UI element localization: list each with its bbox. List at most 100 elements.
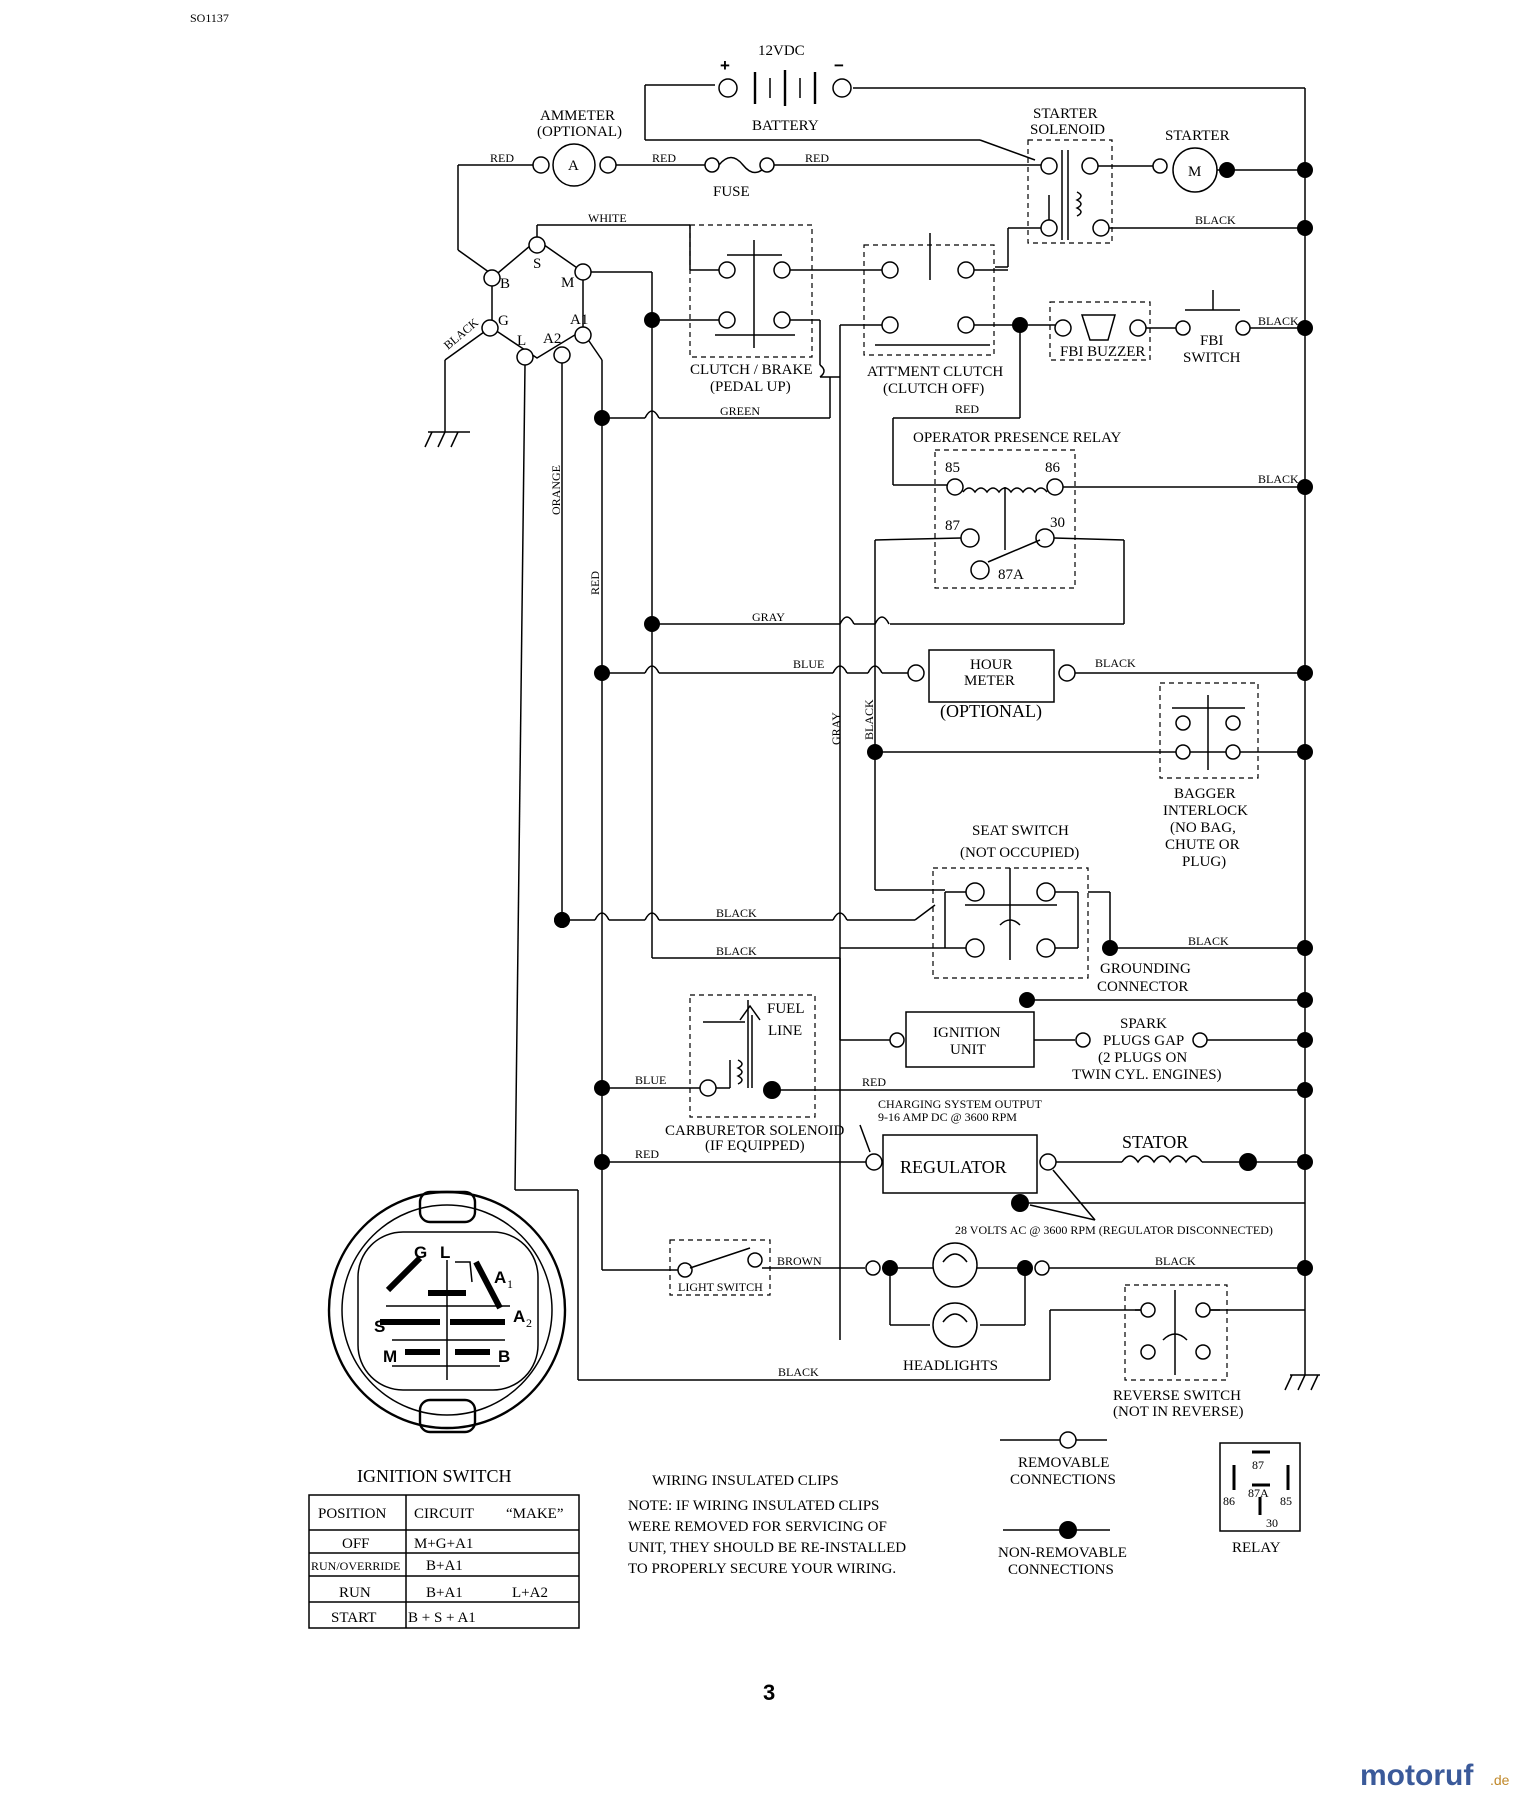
hdr-make: “MAKE”	[506, 1506, 563, 1522]
term-A2: A2	[543, 331, 561, 347]
fuel-line1: FUEL	[767, 1001, 805, 1017]
watermark-name: motoruf	[1360, 1759, 1474, 1792]
wire-red-ammeter: RED	[490, 151, 514, 165]
face-A2: A	[513, 1307, 525, 1326]
wire-black-hour: BLACK	[1095, 656, 1136, 670]
ammeter-symbol: A	[568, 158, 579, 174]
row-run-extra: L+A2	[512, 1585, 548, 1601]
light-switch: LIGHT SWITCH BROWN	[602, 1239, 865, 1296]
term-G: G	[498, 313, 509, 329]
corner-code: SO1137	[190, 11, 229, 25]
relay-legend-87a: 87A	[1248, 1486, 1269, 1500]
ignition-terminals: B G S M L A1 A2 BLACK WHITE ORANGE	[424, 211, 727, 1380]
grounding-line2: CONNECTOR	[1097, 979, 1188, 995]
face-S: S	[374, 1317, 385, 1336]
gray-wire: GRAY GRAY	[644, 610, 890, 745]
face-A2-sub: 2	[526, 1316, 532, 1330]
hour-meter: BLUE HOUR METER (OPTIONAL) BLACK	[594, 649, 1305, 722]
ground-bus	[1284, 88, 1320, 1391]
wire-black-solenoid: BLACK	[1195, 213, 1236, 227]
term-M: M	[561, 275, 574, 291]
wire-black-reverse: BLACK	[778, 1365, 819, 1379]
battery-voltage: 12VDC	[758, 43, 805, 59]
row-off-circuit: M+G+A1	[414, 1536, 473, 1552]
wire-red-fuse-left: RED	[652, 151, 676, 165]
wire-red-reg: RED	[635, 1147, 659, 1161]
solenoid-line2: SOLENOID	[1030, 122, 1105, 138]
charging-line1: CHARGING SYSTEM OUTPUT	[878, 1097, 1043, 1111]
relay-title: OPERATOR PRESENCE RELAY	[913, 430, 1122, 446]
charging-line2: 9-16 AMP DC @ 3600 RPM	[878, 1110, 1017, 1124]
hdr-circuit: CIRCUIT	[414, 1506, 474, 1522]
ammeter-title: AMMETER	[540, 108, 615, 124]
bagger-interlock: BLACK BAGGER INTERLOCK (NO BAG, CHUTE OR…	[862, 616, 1305, 890]
wire-black-head: BLACK	[1155, 1254, 1196, 1268]
clutch-brake: CLUTCH / BRAKE (PEDAL UP)	[644, 224, 880, 395]
green-wire: GREEN	[594, 377, 831, 426]
light-switch-label: LIGHT SWITCH	[678, 1280, 763, 1294]
reverse-line1: REVERSE SWITCH	[1113, 1388, 1241, 1404]
starter-label: STARTER	[1165, 128, 1230, 144]
wire-black-vert: BLACK	[862, 699, 876, 740]
relay-legend-85: 85	[1280, 1494, 1292, 1508]
wire-blue-carb: BLUE	[635, 1073, 666, 1087]
row-override-pos: RUN/OVERRIDE	[311, 1559, 400, 1573]
fbi-switch-line2: SWITCH	[1183, 350, 1241, 366]
fbi-switch-line1: FBI	[1200, 333, 1223, 349]
starter-motor: M STARTER	[1152, 128, 1305, 193]
wire-red-relay: RED	[955, 402, 979, 416]
row-start-pos: START	[331, 1610, 376, 1626]
carb-line2: (IF EQUIPPED)	[705, 1138, 805, 1154]
reverse-switch: BLACK REVERSE SWITCH (NOT IN REVERSE)	[578, 1284, 1305, 1420]
face-B: B	[498, 1347, 510, 1366]
face-M: M	[383, 1347, 397, 1366]
legend-nonremovable-2: CONNECTIONS	[1008, 1562, 1114, 1578]
regulator-label: REGULATOR	[900, 1157, 1007, 1177]
relay-legend-86: 86	[1223, 1494, 1235, 1508]
page-number: 3	[763, 1680, 775, 1705]
spark-line3: (2 PLUGS ON	[1098, 1050, 1187, 1066]
wire-gray-vert: GRAY	[829, 712, 843, 745]
term-A1: A1	[570, 312, 588, 328]
fuse: FUSE RED	[704, 151, 1049, 200]
legend-nonremovable-1: NON-REMOVABLE	[998, 1545, 1127, 1561]
headlights-label: HEADLIGHTS	[903, 1358, 998, 1374]
wire-black-seat1: BLACK	[716, 906, 757, 920]
wire-black-seat2: BLACK	[716, 944, 757, 958]
wire-brown: BROWN	[777, 1254, 822, 1268]
wire-black-ground: BLACK	[441, 315, 481, 352]
battery: + − 12VDC BATTERY	[644, 43, 1305, 161]
clips-note-1: NOTE: IF WIRING INSULATED CLIPS	[628, 1498, 879, 1514]
face-L: L	[440, 1243, 450, 1262]
wire-red-a1: RED	[588, 571, 602, 595]
relay-legend-30: 30	[1266, 1516, 1278, 1530]
operator-presence-relay: BLACK OPERATOR PRESENCE RELAY 85 86 87 3…	[874, 418, 1305, 625]
face-G: G	[414, 1243, 427, 1262]
relay-87a: 87A	[998, 567, 1024, 583]
ammeter-sub: (OPTIONAL)	[537, 124, 622, 140]
clips-note-3: UNIT, THEY SHOULD BE RE-INSTALLED	[628, 1540, 906, 1556]
ign-unit-line2: UNIT	[950, 1042, 986, 1058]
headlights: BLACK HEADLIGHTS	[865, 1242, 1313, 1374]
ign-table-title: IGNITION SWITCH	[357, 1466, 511, 1486]
bagger-line3: (NO BAG,	[1170, 820, 1236, 836]
relay-legend: 87 87A 86 85 30 RELAY	[1219, 1442, 1301, 1556]
row-off-pos: OFF	[342, 1536, 370, 1552]
wire-gray: GRAY	[752, 610, 785, 624]
term-B: B	[500, 276, 510, 292]
wire-red-carb: RED	[862, 1075, 886, 1089]
starter-symbol: M	[1188, 164, 1201, 180]
clips-note-2: WERE REMOVED FOR SERVICING OF	[628, 1519, 887, 1535]
clutch-line2: (PEDAL UP)	[710, 379, 791, 395]
clips-note: WIRING INSULATED CLIPS NOTE: IF WIRING I…	[628, 1473, 906, 1577]
connection-legend: REMOVABLE CONNECTIONS NON-REMOVABLE CONN…	[998, 1431, 1127, 1578]
attment-clutch: ATT'MENT CLUTCH (CLUTCH OFF)	[839, 233, 1020, 1340]
row-run-pos: RUN	[339, 1585, 371, 1601]
solenoid-line1: STARTER	[1033, 106, 1098, 122]
hour-line1: HOUR	[970, 657, 1013, 673]
relay-85: 85	[945, 460, 960, 476]
clips-title: WIRING INSULATED CLIPS	[652, 1473, 839, 1489]
carburetor-solenoid: BLUE FUEL LINE RED CARBURETOR SOLENOID (…	[594, 994, 1305, 1154]
clutch-line1: CLUTCH / BRAKE	[690, 362, 813, 378]
